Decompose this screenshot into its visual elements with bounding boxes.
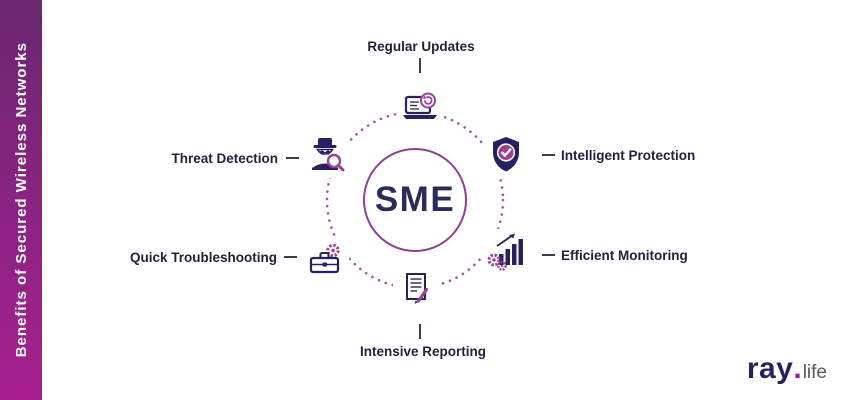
benefit-label-quick-troubleshooting: Quick Troubleshooting	[129, 250, 277, 265]
benefit-label-intensive-reporting: Intensive Reporting	[359, 344, 486, 359]
center-label: SME	[374, 180, 456, 219]
connector-right-top	[542, 154, 555, 156]
shield-check-icon	[483, 132, 529, 178]
connector-top	[419, 58, 421, 73]
connector-right-bottom	[542, 254, 555, 256]
logo-suffix-text: life	[802, 362, 827, 383]
logo-brand-text: ray	[746, 352, 794, 385]
laptop-refresh-icon	[397, 86, 443, 132]
benefit-label-intelligent-protection: Intelligent Protection	[561, 148, 696, 163]
document-pen-icon	[393, 268, 439, 314]
toolbox-gear-icon	[303, 237, 349, 283]
spy-magnifier-icon	[303, 132, 349, 178]
benefit-label-regular-updates: Regular Updates	[367, 39, 475, 54]
connector-left-top	[286, 157, 299, 159]
benefit-label-efficient-monitoring: Efficient Monitoring	[561, 248, 688, 263]
connector-bottom	[419, 324, 421, 339]
side-banner: Benefits of Secured Wireless Networks	[0, 0, 42, 400]
center-circle: SME	[363, 148, 467, 252]
logo-dot: .	[793, 352, 802, 385]
banner-title: Benefits of Secured Wireless Networks	[12, 42, 30, 358]
connector-left-bottom	[284, 256, 297, 258]
benefit-label-threat-detection: Threat Detection	[171, 151, 278, 166]
brand-logo: ray.life	[747, 352, 827, 386]
chart-gear-icon	[483, 229, 529, 275]
